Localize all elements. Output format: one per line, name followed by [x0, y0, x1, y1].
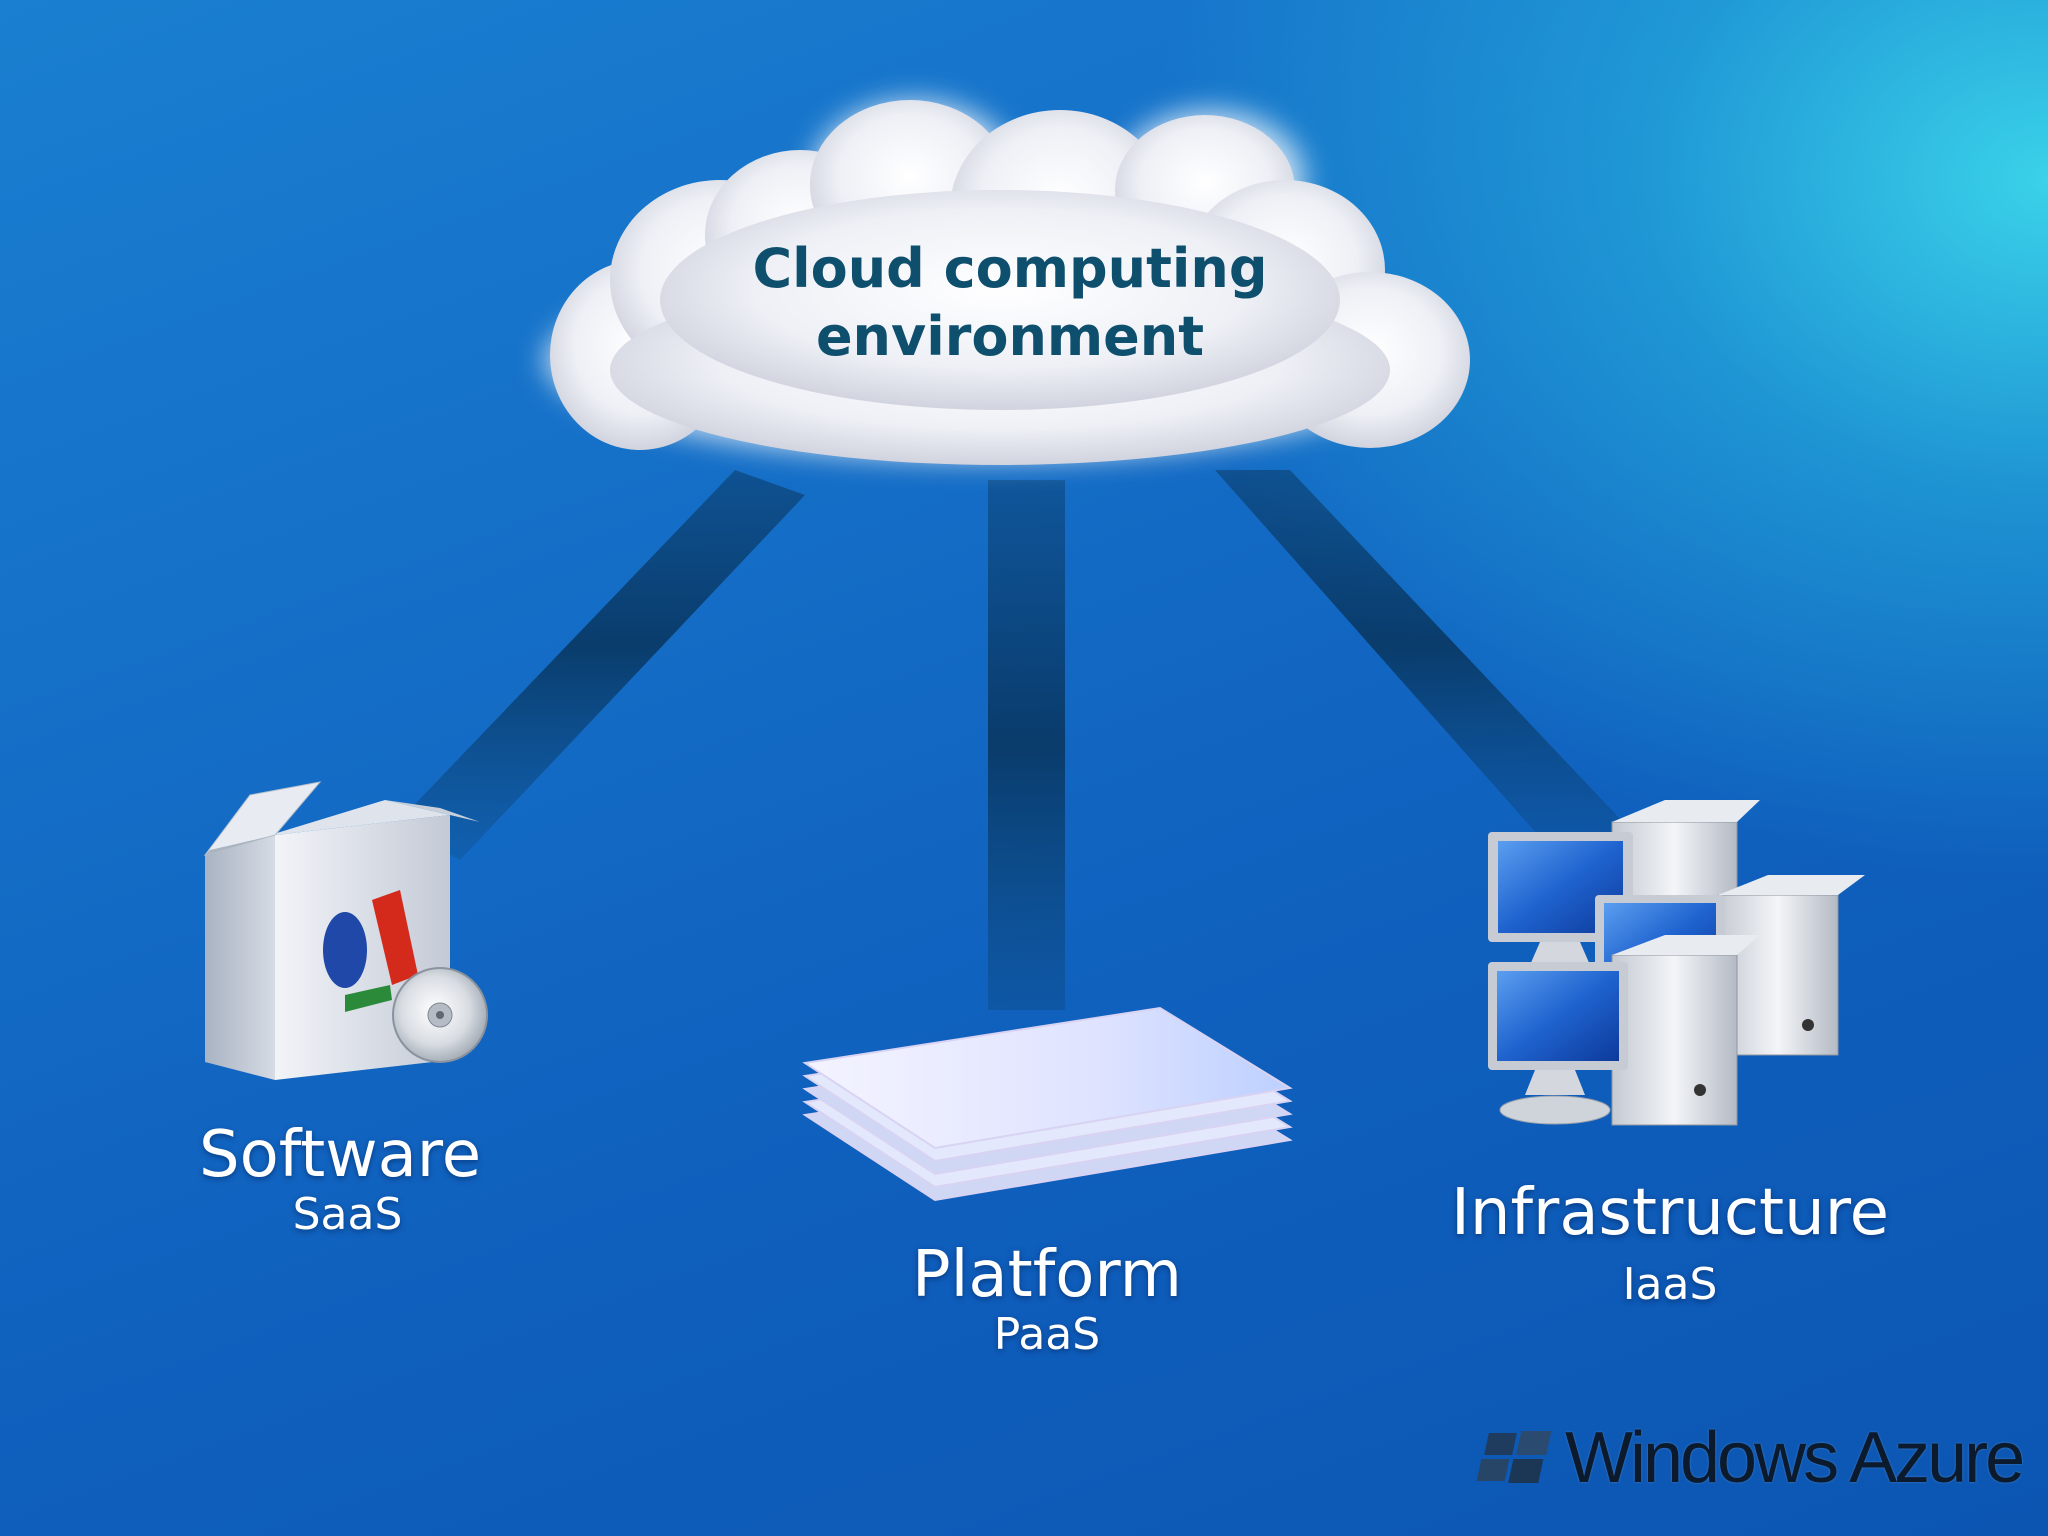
cloud-title-line2: environment — [815, 305, 1205, 368]
software-sublabel: SaaS — [292, 1189, 403, 1240]
platform-sublabel: PaaS — [993, 1309, 1101, 1360]
beam-infrastructure — [1215, 470, 1640, 860]
platform-label-group: Platform PaaS — [897, 1240, 1197, 1360]
infrastructure-sublabel: IaaS — [1622, 1259, 1718, 1310]
infrastructure-label-group: Infrastructure IaaS — [1440, 1178, 1900, 1310]
brand-logo: Windows Azure — [1475, 1418, 2025, 1498]
cloud-title: Cloud computing environment — [560, 235, 1460, 371]
infrastructure-label: Infrastructure — [1451, 1176, 1889, 1250]
software-label: Software — [198, 1118, 482, 1192]
beam-platform — [988, 480, 1065, 1010]
cloud-body — [550, 100, 1470, 465]
software-label-group: Software SaaS — [190, 1120, 490, 1240]
platform-label: Platform — [912, 1238, 1182, 1312]
windows-flag-icon — [1476, 1431, 1552, 1483]
brand-name: Windows Azure — [1565, 1418, 2025, 1498]
beam-software — [395, 470, 805, 860]
cloud-title-line1: Cloud computing — [752, 237, 1268, 300]
